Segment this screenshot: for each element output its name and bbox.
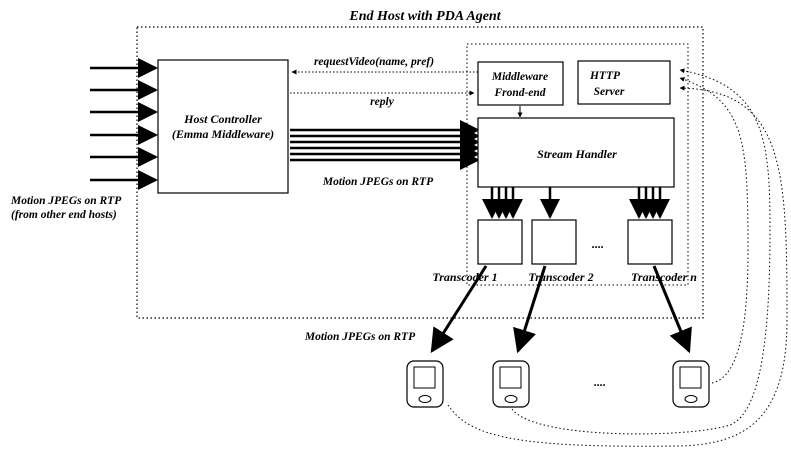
host-controller-sublabel: (Emma Middleware) bbox=[172, 127, 274, 141]
pda-button-1 bbox=[418, 395, 432, 403]
diagram-title: End Host with PDA Agent bbox=[348, 9, 501, 24]
pda-button-2 bbox=[504, 395, 518, 403]
pda-device-1 bbox=[406, 360, 444, 408]
pda-screen-2 bbox=[499, 366, 522, 389]
reply-label: reply bbox=[370, 96, 395, 108]
pda-ellipsis: .... bbox=[594, 375, 606, 389]
stream-handler-box bbox=[477, 117, 675, 188]
transcoder-n-box bbox=[627, 219, 673, 265]
end-host-boundary bbox=[136, 26, 704, 319]
transcoder-1-box bbox=[477, 219, 523, 265]
host-controller-box bbox=[157, 59, 289, 194]
middleware-frontend-box bbox=[477, 61, 564, 106]
input-label-line1: Motion JPEGs on RTP bbox=[10, 195, 122, 207]
http-path-1 bbox=[447, 85, 788, 447]
pda-1-stream-arrow bbox=[430, 265, 488, 354]
pda-device-n bbox=[672, 360, 710, 408]
http-server-box bbox=[577, 60, 671, 105]
pda-screen-n bbox=[679, 366, 702, 389]
middleware-frontend-sublabel: Frond-end bbox=[493, 87, 545, 99]
transcoder-2-label: Transcoder 2 bbox=[528, 270, 593, 284]
http-server-label: HTTP bbox=[589, 70, 621, 82]
host-controller-label: Host Controller bbox=[183, 112, 262, 126]
http-path-2 bbox=[511, 68, 771, 435]
stream-label: Motion JPEGs on RTP bbox=[322, 176, 434, 188]
request-label: requestVideo(name, pref) bbox=[314, 56, 434, 68]
pda-agent-boundary bbox=[466, 43, 689, 286]
pda-button-n bbox=[684, 395, 698, 403]
middleware-frontend-label: Middleware bbox=[491, 71, 548, 83]
http-return-paths bbox=[447, 68, 788, 447]
pda-device-2 bbox=[492, 360, 530, 408]
stream-arrows bbox=[290, 120, 480, 170]
http-server-sublabel: Server bbox=[594, 86, 625, 98]
transcoder-1-label: Transcoder 1 bbox=[432, 270, 497, 284]
stream-handler-label: Stream Handler bbox=[537, 147, 617, 161]
http-path-n bbox=[679, 77, 749, 384]
transcoder-ellipsis: .... bbox=[592, 237, 604, 251]
pda-screen-1 bbox=[413, 366, 436, 389]
transcoder-input-arrows bbox=[482, 187, 670, 219]
pda-n-stream-arrow bbox=[652, 265, 692, 354]
pda-stream-label: Motion JPEGs on RTP bbox=[304, 331, 416, 343]
pda-2-stream-arrow bbox=[513, 265, 547, 354]
transcoder-n-label: Transcoder n bbox=[631, 270, 697, 284]
transcoder-2-box bbox=[531, 219, 577, 265]
input-label-line2: (from other end hosts) bbox=[11, 209, 117, 221]
input-stream-arrows bbox=[90, 58, 158, 190]
